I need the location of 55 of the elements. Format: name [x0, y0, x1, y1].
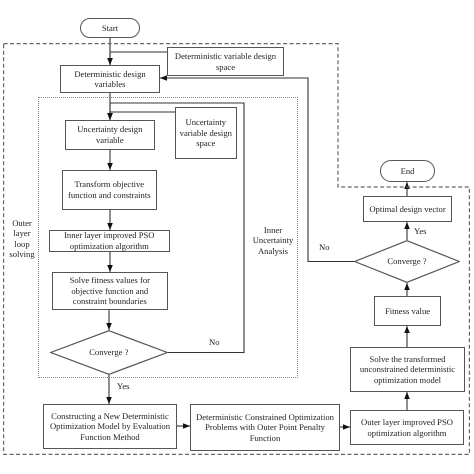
arrow: [404, 326, 410, 347]
process-box: [60, 65, 160, 93]
process-box: [62, 170, 157, 210]
decision-diamond: [354, 240, 460, 283]
process-box: [363, 196, 452, 222]
node-text: Deterministic design variables: [73, 68, 147, 90]
node-text: Uncertainty design variable: [76, 124, 144, 146]
arrow: [160, 75, 354, 262]
edge-label: No: [208, 338, 221, 348]
node-text: Outer layer improved PSO optimization algorithm: [360, 417, 454, 438]
inner-analysis-region: [38, 97, 298, 378]
arrow: [106, 375, 112, 404]
arrow: [107, 150, 113, 170]
node-text: Fitness value: [384, 306, 432, 316]
edge-label: Yes: [413, 227, 428, 236]
process-box: [167, 47, 284, 76]
node-text: Solve the transformed unconstrained deterministic optimization model: [358, 354, 456, 385]
process-box: [374, 296, 441, 326]
node-text: Solve fitness values for objective function and constraint boundaries: [68, 275, 152, 306]
arrow: [340, 424, 350, 430]
node-text: Deterministic Constrained Optimization Problems with Outer Point Penalty Function: [195, 412, 335, 443]
arrow: [107, 252, 113, 272]
process-box: [64, 120, 155, 150]
process-box: [48, 230, 170, 252]
process-box: [174, 106, 237, 159]
arrow: [404, 283, 410, 296]
edge-label: Yes: [116, 382, 131, 392]
arrow: [107, 210, 113, 230]
node-text: Inner layer improved PSO optimization algorithm: [63, 230, 156, 252]
process-box: [350, 410, 464, 445]
node-text: Deterministic variable design space: [174, 51, 278, 72]
node-text: Converge ?: [88, 347, 130, 358]
node-text: End: [400, 166, 416, 176]
node-text: Constructing a New Deterministic Optimization Model by Evaluation Function Method: [48, 411, 172, 442]
process-box: [190, 404, 340, 451]
process-box: [52, 272, 168, 310]
edge-label: No: [318, 243, 331, 252]
arrow: [404, 222, 410, 240]
arrow: [404, 392, 410, 410]
node-text: Optimal design vector: [368, 204, 447, 214]
node-text: Start: [100, 22, 120, 34]
region-label: Inner Uncertainty Analysis: [252, 225, 294, 256]
decision-diamond: [50, 330, 168, 375]
arrow: [177, 423, 190, 429]
node-text: Converge ?: [386, 256, 428, 267]
arrow: [107, 51, 167, 65]
node-text: Transform objective function and constraints: [67, 179, 152, 200]
outer-loop-region: [3, 43, 470, 455]
arrow: [404, 182, 410, 196]
node-text: Uncertainty variable design space: [178, 117, 233, 148]
process-box: [350, 347, 465, 392]
region-label: Outer layer loop solving: [8, 218, 36, 260]
arrow: [107, 102, 245, 354]
arrow: [106, 310, 112, 330]
process-box: [43, 404, 177, 449]
